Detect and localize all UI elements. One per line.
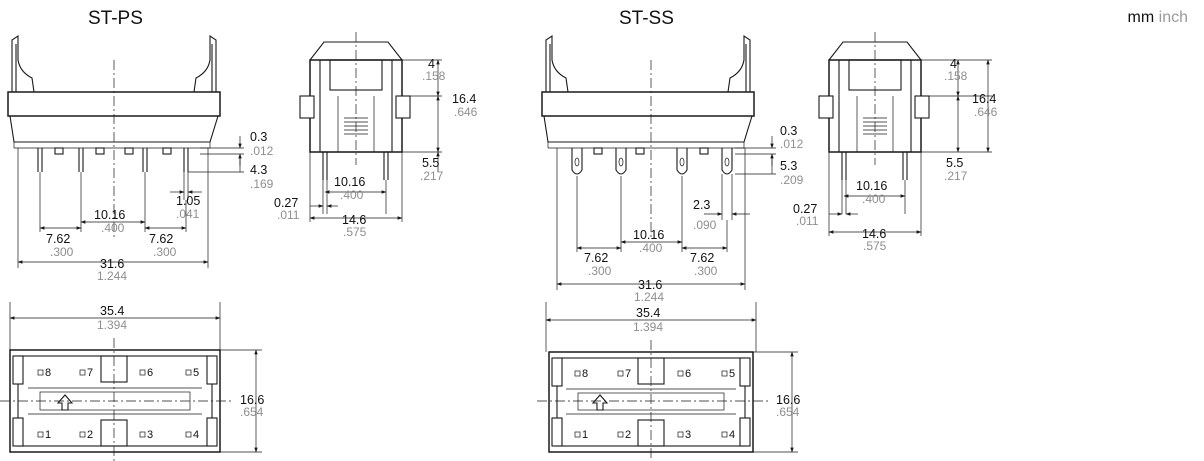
ss-dim-31-6-in: 1.244	[634, 290, 664, 304]
ss-pin-8: 8	[582, 368, 588, 380]
ps-side-dim-4-in: .158	[422, 69, 446, 83]
ss-pin-2: 2	[625, 429, 631, 441]
ps-dim-1-05-in: .041	[176, 207, 200, 221]
ps-side-dim-10-16-in: .400	[340, 188, 364, 202]
ss-top-dim-16-6-mm: 16.6	[776, 393, 800, 407]
ps-top-view	[0, 302, 262, 461]
ss-pin-4: 4	[729, 429, 735, 441]
ss-side-view	[818, 32, 992, 236]
ss-top-view	[537, 302, 798, 461]
ss-side-dim-4-in: .158	[944, 69, 968, 83]
ps-pin-3: 3	[147, 429, 153, 441]
ss-side-dim-5-5-mm: 5.5	[946, 156, 963, 170]
ss-dim-7-62b-in: .300	[694, 264, 718, 278]
ps-side-dim-16-4-in: .646	[454, 105, 478, 119]
ps-side-dim-4-mm: 4	[428, 57, 435, 71]
ss-pin-1: 1	[582, 429, 588, 441]
ss-dim-0-3-in: .012	[780, 137, 804, 151]
ps-pin-1: 1	[45, 429, 51, 441]
ss-dim-7-62a-in: .300	[588, 264, 612, 278]
ps-side-dim-16-4-mm: 16.4	[452, 92, 476, 106]
ps-pin-2: 2	[87, 429, 93, 441]
ps-dim-10-16-in: .400	[101, 221, 125, 235]
unit-mm: mm	[1127, 9, 1155, 26]
ss-pin-3: 3	[685, 429, 691, 441]
ss-side-dim-14-6-in: .575	[863, 239, 887, 253]
ss-side-dim-5-5-in: .217	[944, 169, 968, 183]
ps-side-dim-14-6-in: .575	[343, 225, 367, 239]
ps-dim-31-6-in: 1.244	[97, 269, 127, 283]
ps-dim-4-3-mm: 4.3	[250, 163, 267, 177]
ss-dim-7-62b-mm: 7.62	[690, 251, 714, 265]
ps-top-dim-35-4-mm: 35.4	[100, 304, 124, 318]
ss-pin-6: 6	[685, 368, 691, 380]
ss-side-dim-16-4-mm: 16.4	[972, 92, 996, 106]
ss-side-dim-10-16-mm: 10.16	[856, 179, 887, 193]
ss-dim-31-6-mm: 31.6	[638, 278, 662, 292]
ss-side-dim-0-27-in: .011	[796, 214, 819, 228]
ps-dim-10-16-mm: 10.16	[94, 208, 125, 222]
ps-side-dim-0-27-in: .011	[277, 208, 300, 222]
ps-dim-7-62a-in: .300	[50, 245, 74, 259]
ss-dim-7-62a-mm: 7.62	[584, 251, 608, 265]
ps-dim-31-6-mm: 31.6	[100, 257, 124, 271]
ps-pin-6: 6	[147, 367, 153, 379]
title-st-ss: ST-SS	[619, 8, 674, 29]
unit-inch: inch	[1158, 9, 1188, 26]
ps-side-view	[299, 32, 442, 222]
ps-pin-7: 7	[87, 367, 93, 379]
title-st-ps: ST-PS	[88, 8, 143, 29]
ss-side-dim-14-6-mm: 14.6	[862, 227, 886, 241]
ps-pin-4: 4	[193, 429, 199, 441]
ss-dim-10-16-in: .400	[639, 241, 663, 255]
ps-top-dim-16-6-in: .654	[240, 405, 264, 419]
ps-dim-7-62b-in: .300	[153, 245, 177, 259]
ss-dim-10-16-mm: 10.16	[633, 228, 664, 242]
ss-side-dim-4-mm: 4	[950, 57, 957, 71]
ss-dim-5-3-mm: 5.3	[780, 159, 797, 173]
ss-pin-5: 5	[729, 368, 735, 380]
ps-side-dim-5-5-in: .217	[420, 169, 444, 183]
ps-dim-1-05-mm: 1.05	[176, 194, 200, 208]
ss-dim-5-3-in: .209	[780, 173, 804, 187]
ss-top-dim-35-4-in: 1.394	[633, 320, 663, 334]
ss-side-dim-0-27-mm: 0.27	[793, 202, 817, 216]
ps-pin-8: 8	[45, 367, 51, 379]
ps-top-dim-35-4-in: 1.394	[97, 318, 127, 332]
ps-side-dim-14-6-mm: 14.6	[342, 213, 366, 227]
ss-top-dim-16-6-in: .654	[776, 405, 800, 419]
ss-top-dim-35-4-mm: 35.4	[636, 306, 660, 320]
ps-side-dim-10-16-mm: 10.16	[334, 175, 365, 189]
ps-dim-0-3-mm: 0.3	[250, 130, 267, 144]
ps-side-dim-5-5-mm: 5.5	[422, 156, 439, 170]
ps-pin-5: 5	[193, 367, 199, 379]
units-legend: mm inch	[1128, 9, 1188, 27]
ps-front-view	[7, 34, 244, 268]
ss-side-dim-16-4-in: .646	[974, 105, 998, 119]
ps-dim-7-62a-mm: 7.62	[46, 232, 70, 246]
ss-dim-2-3-in: .090	[693, 218, 717, 232]
ps-side-dim-0-27-mm: 0.27	[274, 196, 298, 210]
ss-dim-0-3-mm: 0.3	[780, 124, 797, 138]
ps-top-dim-16-6-mm: 16.6	[240, 393, 264, 407]
ss-dim-2-3-mm: 2.3	[693, 198, 710, 212]
ps-dim-0-3-in: .012	[250, 144, 274, 158]
ss-pin-7: 7	[625, 368, 631, 380]
ss-side-dim-10-16-in: .400	[862, 192, 886, 206]
ss-front-view	[541, 34, 776, 290]
ps-dim-7-62b-mm: 7.62	[149, 232, 173, 246]
ps-dim-4-3-in: .169	[250, 177, 274, 191]
